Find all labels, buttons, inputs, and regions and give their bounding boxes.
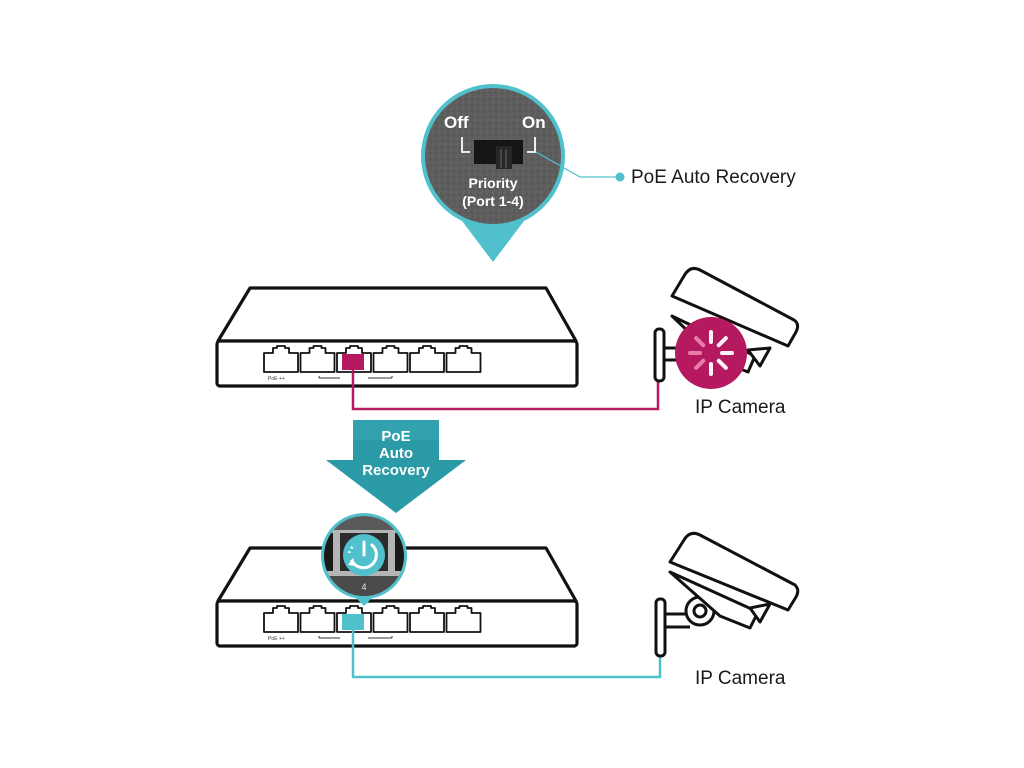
switch-title: Priority (Port 1-4) <box>443 174 543 210</box>
camera-label-top: IP Camera <box>695 397 786 418</box>
arrow-label-line3: Recovery <box>362 462 430 479</box>
switch-top-face <box>216 286 578 343</box>
ethernet-port <box>372 605 409 633</box>
active-port-plug <box>342 614 364 630</box>
recovery-arrow <box>326 420 466 513</box>
spinner-spoke <box>694 358 706 370</box>
spinner-spoke <box>694 336 706 348</box>
cable-recovered <box>351 630 662 679</box>
ethernet-port <box>263 605 299 633</box>
ethernet-port <box>409 345 445 373</box>
camera-hood <box>668 531 800 612</box>
off-bracket <box>461 137 470 153</box>
switch-on-label: On <box>522 113 546 132</box>
switch-title-line1: Priority <box>468 175 518 191</box>
spinner-spoke <box>716 358 728 370</box>
callout-leader-dot <box>615 172 625 182</box>
zoom-port-number: 4 <box>361 582 367 592</box>
top-switch <box>215 286 579 388</box>
camera-hood <box>670 267 800 348</box>
port-row <box>263 345 482 373</box>
port-label-top: PoE ++ <box>268 376 285 382</box>
callout-leader-line <box>535 151 581 178</box>
camera-mount-plate <box>653 327 666 383</box>
ethernet-port <box>445 345 482 373</box>
ip-camera-bottom <box>654 531 800 658</box>
ethernet-port <box>299 605 336 633</box>
ethernet-port <box>409 605 445 633</box>
port-label-bottom: PoE ++ <box>268 636 285 642</box>
arrow-label: PoE Auto Recovery <box>353 428 439 479</box>
spinner-spoke <box>716 336 728 348</box>
camera-mount-plate <box>654 597 667 658</box>
cable-faulty <box>351 370 660 411</box>
switch-title-line2: (Port 1-4) <box>462 193 524 209</box>
switch-off-label: Off <box>444 113 469 132</box>
ethernet-port <box>372 345 409 373</box>
switch-callout-bubble <box>421 84 565 262</box>
port-zoom-bubble <box>321 513 407 606</box>
arrow-label-line2: Auto <box>378 445 414 462</box>
camera-lower-body <box>668 570 760 630</box>
on-bracket <box>527 137 536 153</box>
arrow-label-line1: PoE <box>381 428 411 445</box>
camera-label-bottom: IP Camera <box>695 668 786 689</box>
feature-label: PoE Auto Recovery <box>631 167 796 188</box>
loading-status-badge <box>675 317 747 389</box>
ethernet-port <box>263 345 299 373</box>
ethernet-port <box>445 605 482 633</box>
ethernet-port <box>299 345 336 373</box>
active-port-plug <box>342 354 364 370</box>
dip-switch-knob <box>496 146 512 169</box>
